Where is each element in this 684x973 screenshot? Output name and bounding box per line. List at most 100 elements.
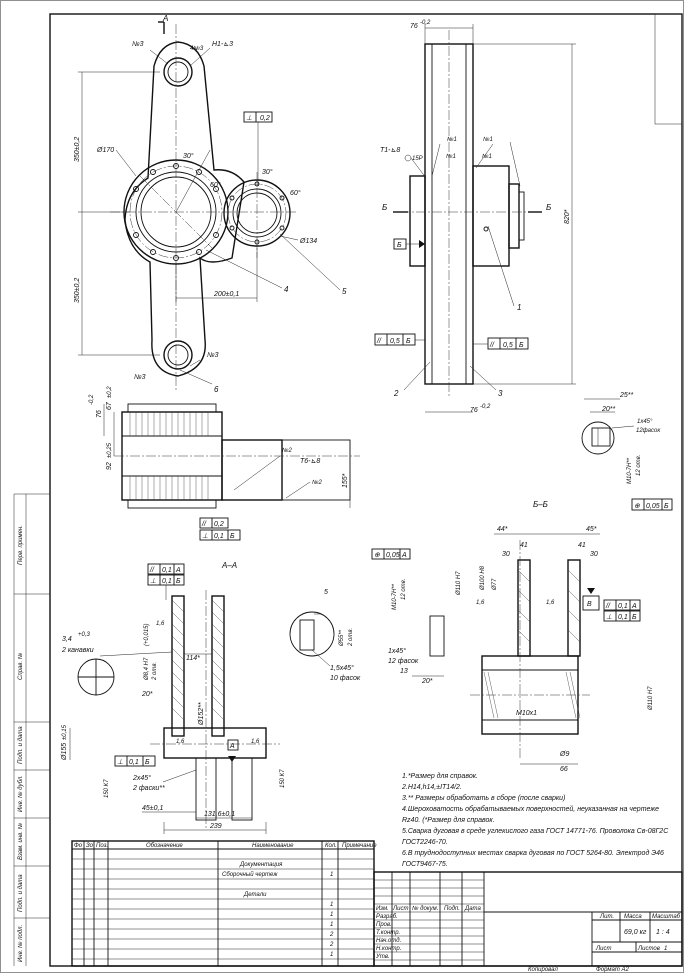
bb-tol-par: 0,1 — [618, 603, 628, 610]
svg-text://: // — [605, 603, 611, 610]
aa-tol-par: 0,1 — [162, 567, 172, 574]
bb-dim-66: 66 — [560, 766, 568, 773]
weld-n2-a: №2 — [282, 447, 292, 454]
angle-30-left: 30° — [183, 152, 194, 160]
bb-tol-perp: 0,1 — [618, 614, 628, 621]
tol-par-05-right-ref: Б — [519, 342, 524, 349]
detail-dim-2otv: 2 отв. — [348, 628, 354, 647]
svg-text:⊥: ⊥ — [202, 533, 208, 540]
aa-dim-150k7-left: 150 К7 — [104, 779, 110, 798]
aa-dim-239: 239 — [209, 823, 222, 830]
weld-h1: Н1-⊾3 — [212, 41, 233, 48]
svg-text:⊥: ⊥ — [246, 115, 252, 122]
bb-dim-d77: Ø77 — [492, 578, 498, 591]
dim-155: 155* — [342, 473, 349, 488]
weld-n1-d: №1 — [482, 153, 492, 160]
dim-67-tol: ±0,2 — [107, 386, 113, 398]
weld-n2-b: №2 — [312, 479, 322, 486]
dim-200: 200±0,1 — [213, 291, 239, 298]
bb-tol-pos-ref: A — [401, 552, 407, 559]
tol-pos-005-ref: Б — [664, 503, 669, 510]
tb-tkontr: Т.контр. — [376, 930, 400, 936]
aa-dim-d84: Ø8,4 Н7 — [144, 657, 150, 681]
note-5: 5.Сварка дуговая в среде углекислого газ… — [402, 827, 669, 835]
detail-dim-5: 5 — [324, 589, 328, 596]
svg-text:⊥: ⊥ — [606, 614, 612, 621]
aa-rough-16-b: 1,6 — [176, 739, 185, 745]
weld-t1: Т1-⊾8 — [380, 147, 400, 154]
aa-base-a: A — [229, 743, 235, 750]
tol-perp-01: 0,1 — [214, 533, 224, 540]
base-b-box: Б — [397, 242, 402, 249]
bb-rough-b: 1,6 — [546, 600, 555, 606]
tb-h-doc: № докум. — [412, 905, 438, 912]
tb-sheet: Лист — [595, 946, 611, 952]
pos-4: 4 — [284, 285, 289, 294]
aa-dim-d152: Ø152** — [198, 702, 205, 726]
tb-h-date: Дата — [464, 906, 481, 912]
dim-76-bottom-tol: -0,2 — [480, 404, 491, 410]
svg-text://: // — [489, 342, 495, 349]
bb-rough-a: 1,6 — [476, 600, 485, 606]
bb-dim-45: 45* — [586, 526, 597, 533]
spec-h-prim: Примечание — [342, 843, 377, 849]
thread-m10: М10-7Н** — [627, 457, 633, 484]
dim-92: 92 — [106, 462, 113, 470]
bb-dim-d9: Ø9 — [559, 751, 569, 758]
spec-h-zo: Зо — [86, 843, 94, 849]
copied-by: Копировал — [528, 967, 558, 973]
dim-76-side: 76 — [96, 410, 103, 418]
bb-tol-par-ref: A — [631, 603, 637, 610]
detail-chamfer: 1,5х45° — [330, 664, 354, 672]
bb-dim-20: 20* — [421, 678, 433, 685]
aa-tol-par-ref: A — [175, 567, 181, 574]
angle-30-right: 30° — [262, 168, 273, 176]
svg-text://: // — [201, 521, 207, 528]
detail-chamfer-note: 10 фасок — [330, 675, 361, 682]
bb-chamfer: 1х45° — [388, 647, 406, 655]
spec-h-fo: Фо — [74, 843, 83, 849]
bb-chamfer-note: 12 фасок — [388, 658, 419, 665]
aa-chamfer-note: 2 фаски** — [132, 785, 165, 792]
aa-dim-131: 131,6±0,1 — [204, 811, 235, 818]
svg-text://: // — [376, 338, 382, 345]
stamp-sprav: Справ. № — [17, 652, 24, 680]
svg-text:⊕: ⊕ — [634, 503, 640, 510]
technical-notes: 1.*Размер для справок. 2.Н14,h14,±IT14/2… — [401, 772, 669, 868]
spec-h-kol: Кол. — [325, 843, 337, 849]
dim-350-top: 350±0,2 — [74, 137, 81, 162]
aa-dim-20: 20* — [141, 691, 153, 698]
dim-92-tol: ±0,25 — [107, 442, 113, 458]
detail-top-right: 25** 20** 1х45° 12фасок М10-7Н** 12 отв.… — [581, 392, 673, 511]
stamp-podp-data-2: Подп. и дата — [18, 874, 24, 912]
stamp-podp-data-1: Подп. и дата — [18, 726, 24, 764]
aa-dim-d84-tol: (+0,015) — [144, 623, 150, 646]
detail-dim-d55: Ø55** — [339, 629, 345, 647]
dim-67: 67 — [106, 401, 113, 410]
bb-thread-m10: М10-7Н** — [392, 583, 398, 610]
weld-n3-right: №3 — [207, 352, 219, 359]
tb-h-sign: Подп. — [444, 906, 460, 912]
aa-rough-16-c: 1,6 — [251, 739, 260, 745]
spec-row-assembly-qty: 1 — [330, 872, 333, 878]
section-b-left: Б — [382, 203, 387, 212]
chamfer-1x45: 1х45° — [637, 419, 653, 425]
dim-76-bottom: 76 — [470, 407, 478, 414]
spec-h-oboz: Обозначение — [146, 843, 183, 849]
aa-tol-perp: 0,1 — [162, 578, 172, 585]
weld-4n3: 4№3 — [190, 45, 204, 52]
bb-tol-perp-ref: Б — [632, 614, 637, 621]
note-3: 3.** Размеры обработать в сборе (после с… — [402, 794, 565, 802]
aa-tol-perp-c: 0,1 — [129, 759, 139, 766]
inner-frame — [49, 13, 683, 967]
weld-n1-c: №1 — [483, 136, 493, 143]
tol-perp-01-ref: Б — [230, 533, 235, 540]
spec-qty-2: 1 — [330, 912, 333, 918]
dim-20: 20** — [601, 406, 616, 413]
bb-dim-41a: 41 — [520, 542, 528, 549]
weld-n1-a: №1 — [447, 136, 457, 143]
bb-dim-30b: 30 — [590, 551, 598, 558]
aa-rough-16: 1,6 — [156, 621, 165, 627]
weld-t6: Т6-⊾8 — [300, 458, 320, 465]
dim-76-side-tol: -0,2 — [89, 394, 95, 405]
